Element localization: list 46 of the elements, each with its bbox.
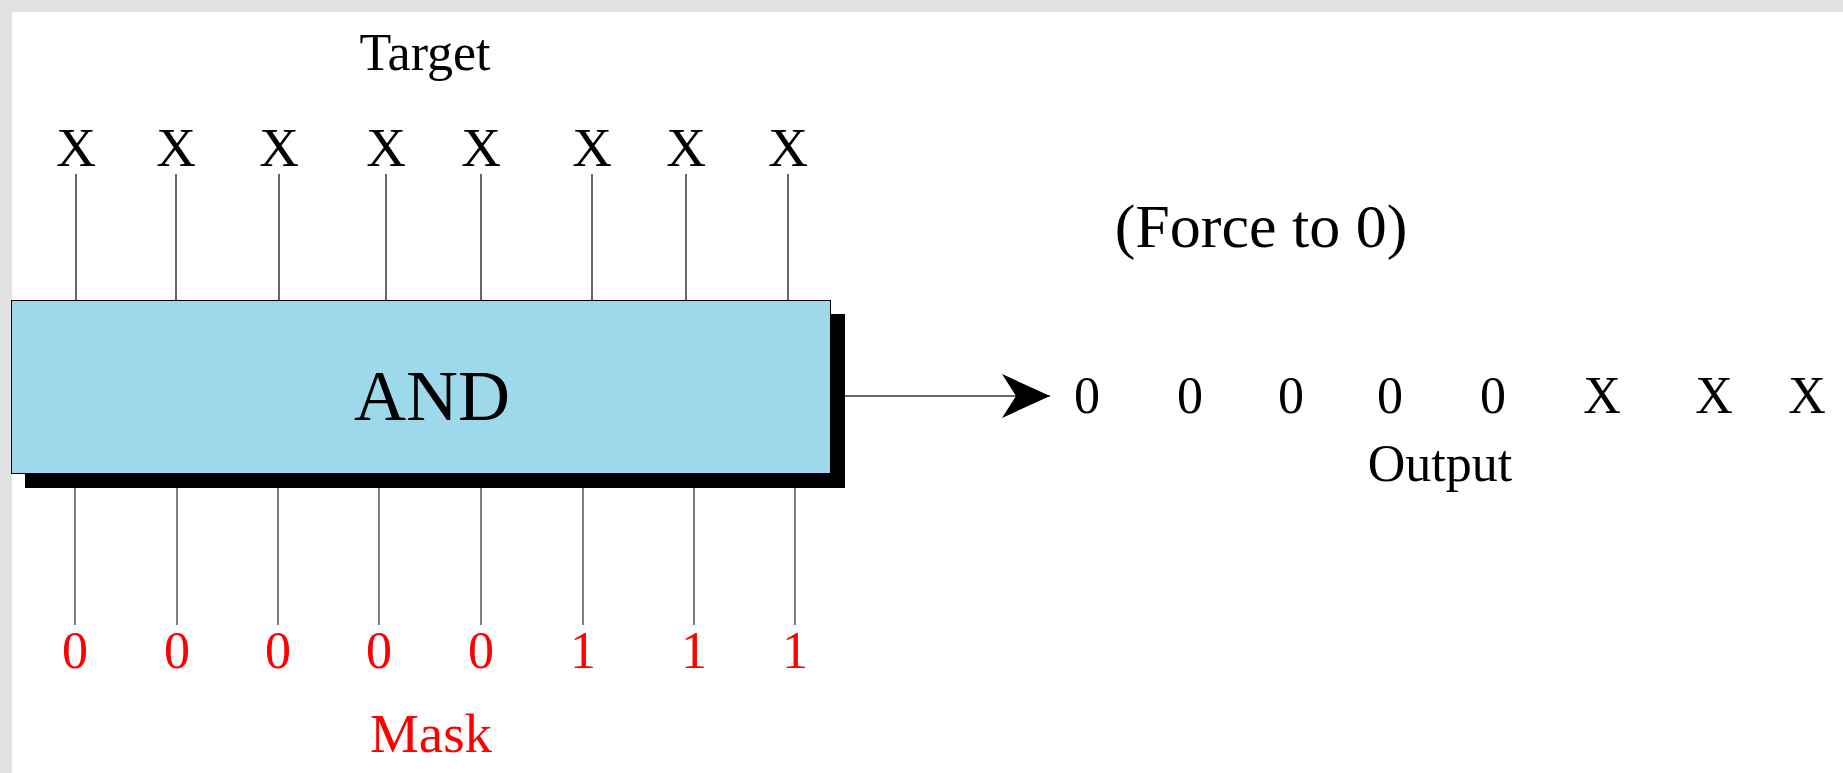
output-bit: 0: [1177, 370, 1203, 422]
target-bit: X: [154, 122, 198, 174]
output-bit: 0: [1377, 370, 1403, 422]
connector-line: [75, 173, 77, 301]
mask-bit: 0: [256, 625, 300, 677]
connector-line: [74, 487, 76, 626]
connector-line: [794, 487, 796, 626]
target-bit: X: [766, 122, 810, 174]
output-bit: X: [1788, 370, 1826, 422]
connector-line: [278, 173, 280, 301]
and-gate-box: [11, 300, 845, 488]
target-bit: X: [257, 122, 301, 174]
output-bit: 0: [1074, 370, 1100, 422]
arrow: [844, 374, 1051, 418]
output-bit: X: [1695, 370, 1733, 422]
mask-bit: 0: [155, 625, 199, 677]
connector-line: [693, 487, 695, 626]
connector-line: [176, 487, 178, 626]
mask-bit: 0: [53, 625, 97, 677]
connector-line: [480, 173, 482, 301]
connector-line: [787, 173, 789, 301]
connector-line: [582, 487, 584, 626]
target-bit: X: [54, 122, 98, 174]
connector-line: [277, 487, 279, 626]
mask-bit: 0: [459, 625, 503, 677]
connector-line: [378, 487, 380, 626]
mask-bit: 1: [672, 625, 716, 677]
output-bit: X: [1583, 370, 1621, 422]
connector-line: [685, 173, 687, 301]
target-bit: X: [364, 122, 408, 174]
gate-label: AND: [354, 360, 510, 432]
target-bit: X: [459, 122, 503, 174]
target-bit: X: [570, 122, 614, 174]
heading-label: Mask: [369, 705, 493, 761]
connector-line: [591, 173, 593, 301]
connector-line: [385, 173, 387, 301]
output-bit: 0: [1480, 370, 1506, 422]
mask-bit: 1: [773, 625, 817, 677]
mask-bit: 1: [561, 625, 605, 677]
output-bit: 0: [1278, 370, 1304, 422]
output-label: Output: [1367, 438, 1513, 490]
target-bit: X: [664, 122, 708, 174]
heading-label: Target: [359, 27, 491, 79]
mask-bit: 0: [357, 625, 401, 677]
connector-line: [480, 487, 482, 626]
connector-line: [175, 173, 177, 301]
